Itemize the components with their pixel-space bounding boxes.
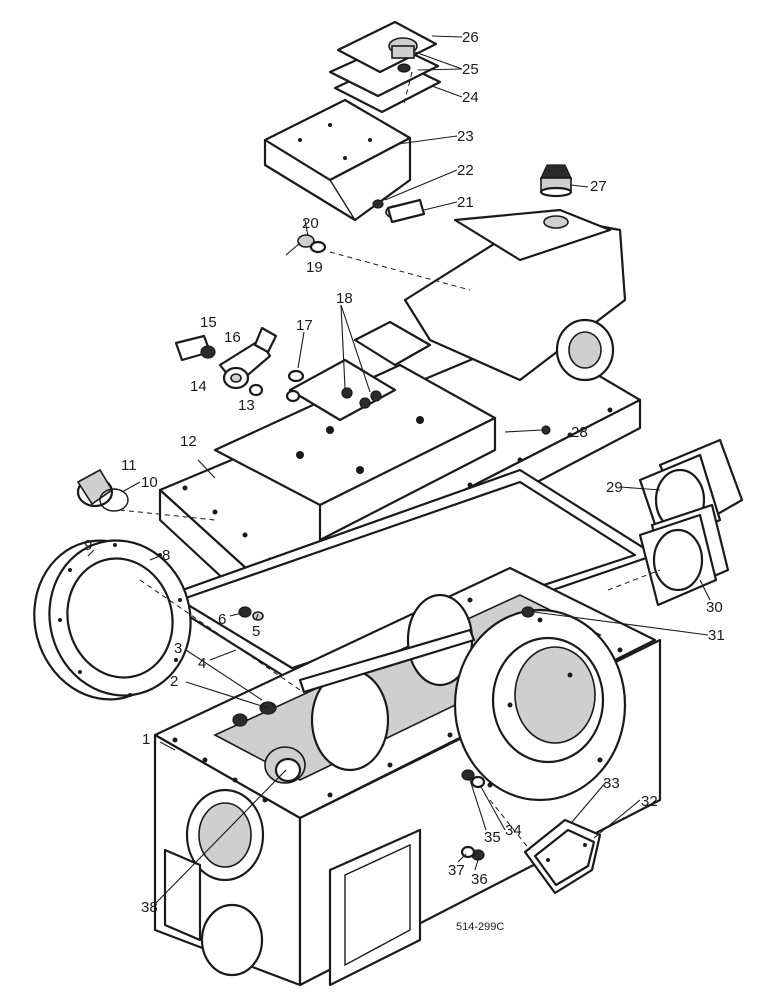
callout-35: 35 xyxy=(484,829,501,846)
callout-30: 30 xyxy=(706,599,723,616)
callout-33: 33 xyxy=(603,775,620,792)
plug-11-ring-10 xyxy=(76,468,129,512)
callout-31: 31 xyxy=(708,627,725,644)
callout-11: 11 xyxy=(121,457,137,474)
callout-36: 36 xyxy=(471,871,488,888)
callout-8: 8 xyxy=(162,547,170,564)
callout-25: 25 xyxy=(462,61,479,78)
callout-37: 37 xyxy=(448,862,465,879)
callout-23: 23 xyxy=(457,128,474,145)
callout-10: 10 xyxy=(141,474,158,491)
callout-22: 22 xyxy=(457,162,474,179)
callout-3: 3 xyxy=(174,640,182,657)
drawing-reference: 514-299C xyxy=(456,921,504,933)
valve-block-23 xyxy=(263,98,412,222)
breather-cap-assembly xyxy=(328,20,442,114)
assembly-lines xyxy=(119,71,661,851)
callout-27: 27 xyxy=(590,178,607,195)
gasket-4 xyxy=(158,468,657,682)
top-cover-casting-12 xyxy=(158,208,642,624)
gasket-8 xyxy=(48,539,192,697)
callout-16: 16 xyxy=(224,329,241,346)
plug-20-washer-19 xyxy=(297,234,327,254)
callout-1: 1 xyxy=(142,731,150,748)
fitting-5-6 xyxy=(238,606,264,621)
callout-21: 21 xyxy=(457,194,474,211)
callout-14: 14 xyxy=(190,378,207,395)
callout-18: 18 xyxy=(336,290,353,307)
callout-32: 32 xyxy=(641,793,658,810)
callout-numbers: 1 2 3 4 5 6 8 9 10 11 12 13 14 15 16 17 … xyxy=(84,29,725,916)
callout-20: 20 xyxy=(302,215,319,232)
callout-6: 6 xyxy=(218,611,226,628)
callout-17: 17 xyxy=(296,317,313,334)
callout-5: 5 xyxy=(252,623,260,640)
callout-29: 29 xyxy=(606,479,623,496)
callout-2: 2 xyxy=(170,673,178,690)
callout-34: 34 xyxy=(505,822,522,839)
rear-cover-30 xyxy=(638,503,730,607)
callout-26: 26 xyxy=(462,29,479,46)
callout-4: 4 xyxy=(198,655,206,672)
callout-15: 15 xyxy=(200,314,217,331)
filler-plug-27 xyxy=(539,164,573,198)
callout-19: 19 xyxy=(306,259,323,276)
callout-12: 12 xyxy=(180,433,197,450)
leader-lines xyxy=(87,35,711,905)
callout-28: 28 xyxy=(571,424,588,441)
housing-bolt-holes xyxy=(172,597,623,803)
callout-24: 24 xyxy=(462,89,479,106)
linkage-parts-13-16 xyxy=(174,326,278,397)
side-cover-32-33 xyxy=(523,818,602,895)
callout-38: 38 xyxy=(141,899,158,916)
callout-13: 13 xyxy=(238,397,255,414)
callout-9: 9 xyxy=(84,537,92,554)
union-fitting-21 xyxy=(372,198,426,224)
